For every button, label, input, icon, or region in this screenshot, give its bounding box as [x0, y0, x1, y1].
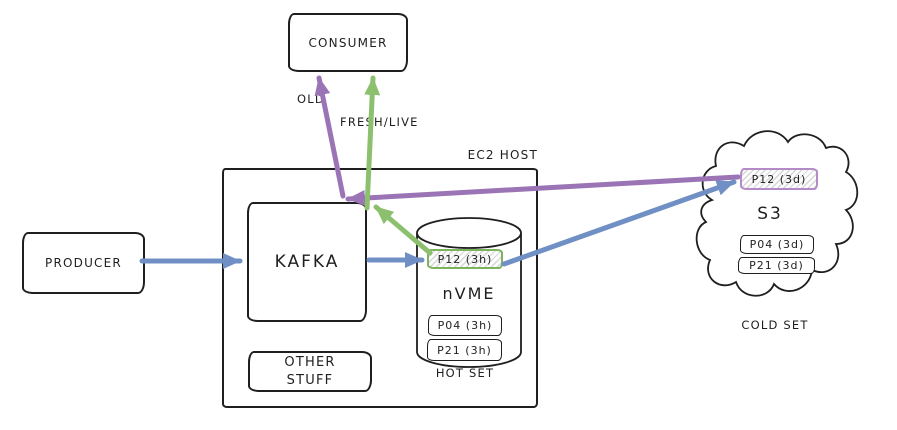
other-stuff-line1: OTHER — [284, 354, 336, 370]
kafka-node: KAFKA — [247, 202, 367, 322]
s3-segment-p04: P04 (3d) — [740, 235, 814, 254]
other-stuff-line2: STUFF — [286, 372, 334, 388]
producer-label: PRODUCER — [45, 256, 122, 270]
ec2-host-label: EC2 HOST — [467, 148, 538, 162]
nvme-p21-label: P21 (3h) — [437, 343, 492, 357]
producer-node: PRODUCER — [22, 232, 145, 294]
old-edge-label: OLD — [297, 92, 325, 106]
nvme-segment-p21: P21 (3h) — [427, 339, 502, 361]
s3-p04-label: P04 (3d) — [749, 238, 805, 251]
fresh-live-edge-label: FRESH/LIVE — [340, 115, 419, 129]
s3-segment-p12: P12 (3d) — [740, 168, 818, 190]
s3-p12-label: P12 (3d) — [751, 172, 807, 186]
s3-p21-label: P21 (3d) — [749, 259, 804, 272]
ec2-host-container — [222, 168, 538, 408]
arrow-nvme-p12-to-s3-p12 — [501, 179, 737, 267]
cold-set-caption: COLD SET — [741, 318, 809, 332]
kafka-label: KAFKA — [274, 252, 340, 272]
s3-label: S3 — [757, 204, 783, 224]
other-stuff-node: OTHER STUFF — [248, 351, 372, 392]
nvme-segment-p12: P12 (3h) — [427, 249, 503, 269]
consumer-label: CONSUMER — [308, 35, 388, 50]
nvme-p12-label: P12 (3h) — [437, 252, 493, 266]
s3-segment-p21: P21 (3d) — [738, 257, 815, 274]
nvme-segment-p04: P04 (3h) — [428, 315, 502, 336]
hot-set-caption: HOT SET — [435, 366, 495, 380]
nvme-label: nVME — [442, 284, 496, 303]
consumer-node: CONSUMER — [288, 13, 408, 72]
nvme-p04-label: P04 (3h) — [437, 319, 493, 332]
